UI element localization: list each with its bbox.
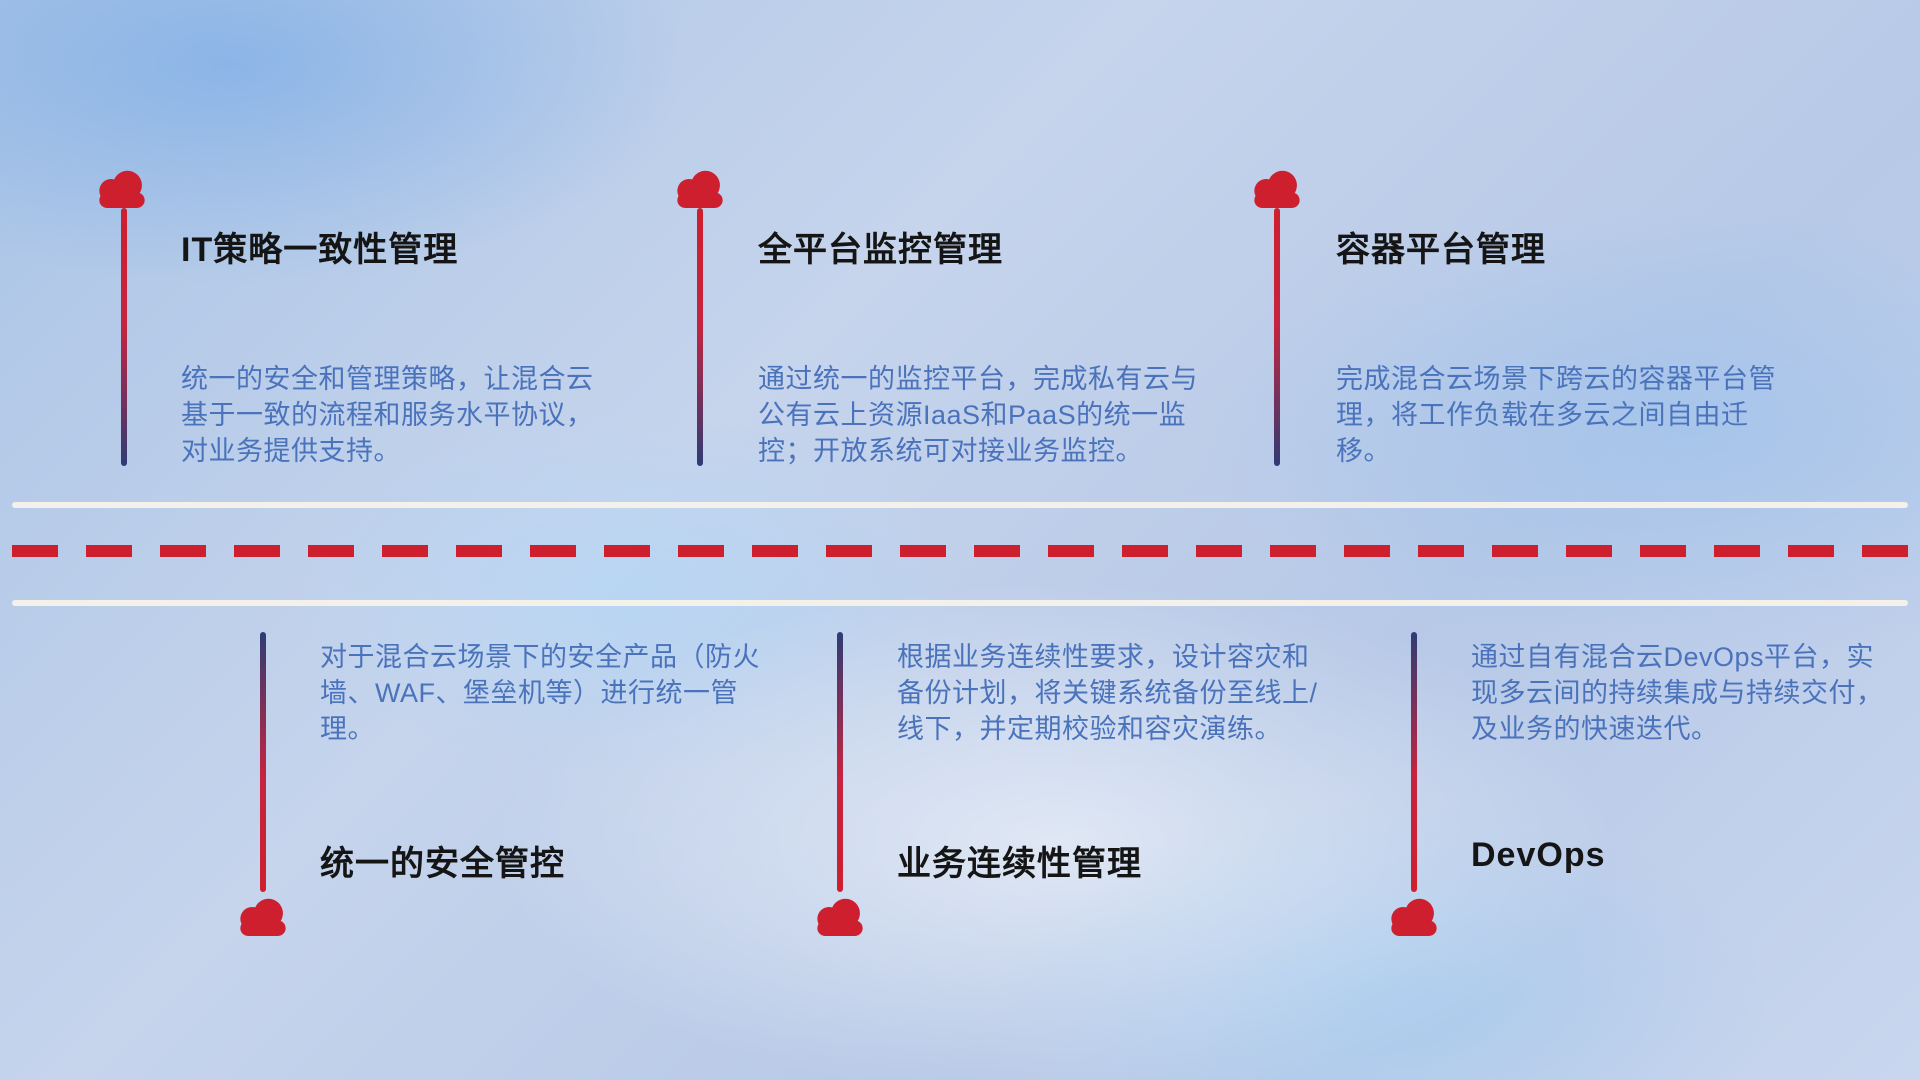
item-description: 根据业务连续性要求，设计容灾和备份计划，将关键系统备份至线上/线下，并定期校验和… [897, 642, 1318, 744]
road-bottom-line [12, 600, 1908, 606]
connector-line [1411, 632, 1417, 892]
item-description: 通过统一的监控平台，完成私有云与公有云上资源IaaS和PaaS的统一监控；开放系… [758, 364, 1198, 466]
cloud-icon [1385, 894, 1443, 938]
item-title: 容器平台管理 [1336, 231, 1546, 269]
item-title: 业务连续性管理 [897, 845, 1142, 883]
item-title: 全平台监控管理 [758, 231, 1003, 269]
item-description: 对于混合云场景下的安全产品（防火墙、WAF、堡垒机等）进行统一管理。 [320, 642, 760, 744]
connector-line [697, 208, 703, 466]
connector-line [1274, 208, 1280, 466]
cloud-icon [1248, 166, 1306, 210]
item-title: IT策略一致性管理 [181, 231, 459, 269]
item-description: 完成混合云场景下跨云的容器平台管理，将工作负载在多云之间自由迁移。 [1336, 364, 1776, 466]
item-title: 统一的安全管控 [320, 845, 565, 883]
connector-line [121, 208, 127, 466]
connector-line [260, 632, 266, 892]
cloud-icon [671, 166, 729, 210]
item-description: 通过自有混合云DevOps平台，实现多云间的持续集成与持续交付，及业务的快速迭代… [1471, 642, 1884, 744]
item-title: DevOps [1471, 836, 1606, 874]
cloud-icon [811, 894, 869, 938]
cloud-icon [93, 166, 151, 210]
road-top-line [12, 502, 1908, 508]
cloud-icon [234, 894, 292, 938]
road-dashed-line [12, 545, 1908, 557]
connector-line [837, 632, 843, 892]
item-description: 统一的安全和管理策略，让混合云基于一致的流程和服务水平协议，对业务提供支持。 [181, 364, 594, 466]
